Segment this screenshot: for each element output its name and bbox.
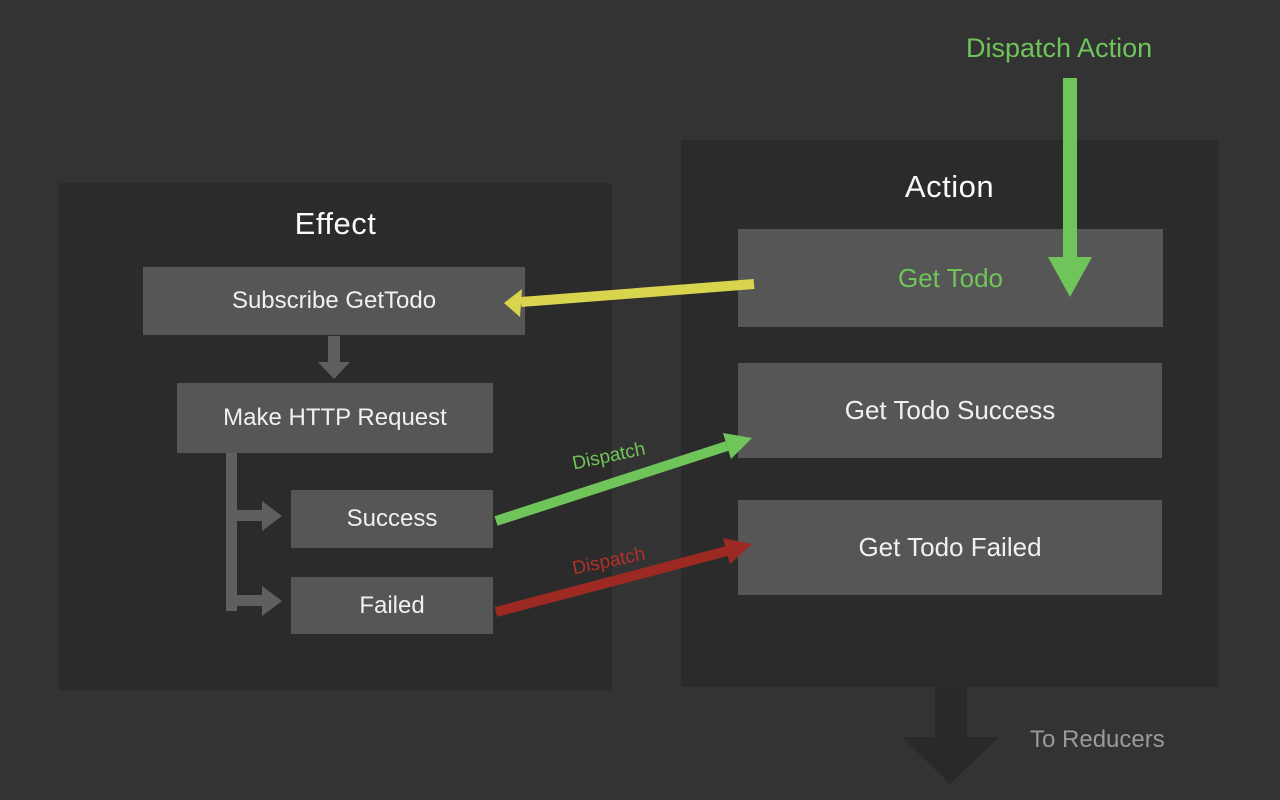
node-make-http-request: Make HTTP Request: [177, 383, 493, 453]
dispatch-failed-arrow: [494, 538, 752, 617]
dispatch-action-arrow: [1048, 78, 1092, 297]
action-to-effect-arrow: [504, 279, 755, 317]
dispatch-success-arrow: [494, 433, 752, 526]
node-get-todo: Get Todo: [738, 229, 1163, 327]
effect-panel-title: Effect: [294, 206, 377, 241]
node-failed: Failed: [291, 577, 493, 634]
action-panel-title: Action: [904, 169, 995, 204]
to-reducers-label: To Reducers: [1030, 726, 1165, 753]
node-success: Success: [291, 490, 493, 548]
request-branch-connector: [226, 453, 282, 616]
node-subscribe-gettodo: Subscribe GetTodo: [143, 267, 525, 335]
node-get-todo-success: Get Todo Success: [738, 363, 1162, 458]
dispatch-action-label: Dispatch Action: [966, 33, 1153, 63]
subscribe-to-request-arrow: [318, 336, 350, 379]
node-get-todo-failed: Get Todo Failed: [738, 500, 1162, 595]
to-reducers-arrow: [902, 686, 999, 784]
